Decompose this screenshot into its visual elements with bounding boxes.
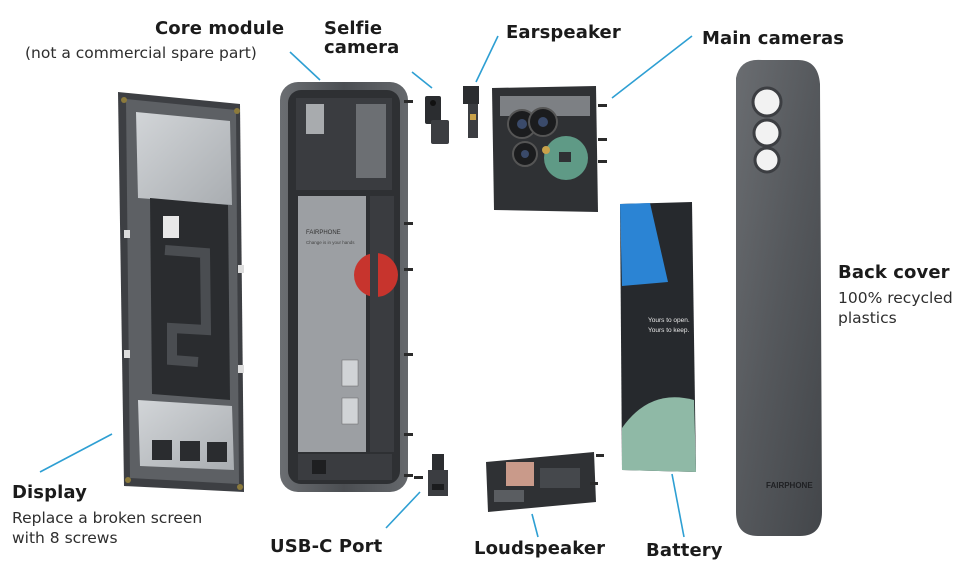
main-cameras-title: Main cameras: [702, 28, 845, 49]
battery-title: Battery: [646, 540, 723, 561]
core-module-title: Core module: [155, 18, 285, 39]
selfie-camera-title-line1: Selfie: [324, 18, 383, 39]
loudspeaker-title: Loudspeaker: [474, 538, 606, 559]
leader-main-cameras: [611, 35, 693, 99]
core-module-subtitle: (not a commercial spare part): [25, 44, 257, 62]
back-cover-module: FAIRPHONE: [736, 59, 822, 537]
usbc-port-module: [414, 454, 448, 496]
leader-earspeaker: [475, 35, 499, 83]
main-cameras-module: [492, 86, 607, 212]
display-line1: Replace a broken screen: [12, 509, 203, 527]
leader-loudspeaker: [531, 513, 539, 538]
core-tagline-text: Change is in your hands: [306, 240, 355, 245]
battery-module: Yours to open. Yours to keep.: [620, 202, 696, 472]
selfie-camera-module: [425, 96, 449, 144]
leader-core-module: [289, 51, 321, 81]
leader-selfie-camera: [411, 71, 433, 89]
back-cover-line2: plastics: [838, 309, 897, 327]
battery-text-line2: Yours to keep.: [648, 327, 690, 334]
earspeaker-title: Earspeaker: [506, 22, 621, 43]
usbc-port-title: USB-C Port: [270, 536, 383, 557]
loudspeaker-module: [486, 452, 604, 512]
earspeaker-module: [463, 86, 479, 138]
leader-battery: [671, 473, 685, 538]
back-cover-title: Back cover: [838, 262, 950, 283]
cover-brand-text: FAIRPHONE: [766, 481, 813, 490]
display-line2: with 8 screws: [12, 529, 118, 547]
back-cover-line1: 100% recycled: [838, 289, 953, 307]
battery-text-line1: Yours to open.: [648, 317, 690, 324]
display-module: [118, 92, 244, 492]
selfie-camera-title-line2: camera: [324, 37, 400, 58]
display-title: Display: [12, 482, 87, 503]
leader-display: [39, 433, 113, 473]
leader-usbc-port: [385, 491, 421, 529]
core-brand-text: FAIRPHONE: [306, 230, 341, 236]
core-module: FAIRPHONE Change is in your hands: [280, 82, 413, 492]
